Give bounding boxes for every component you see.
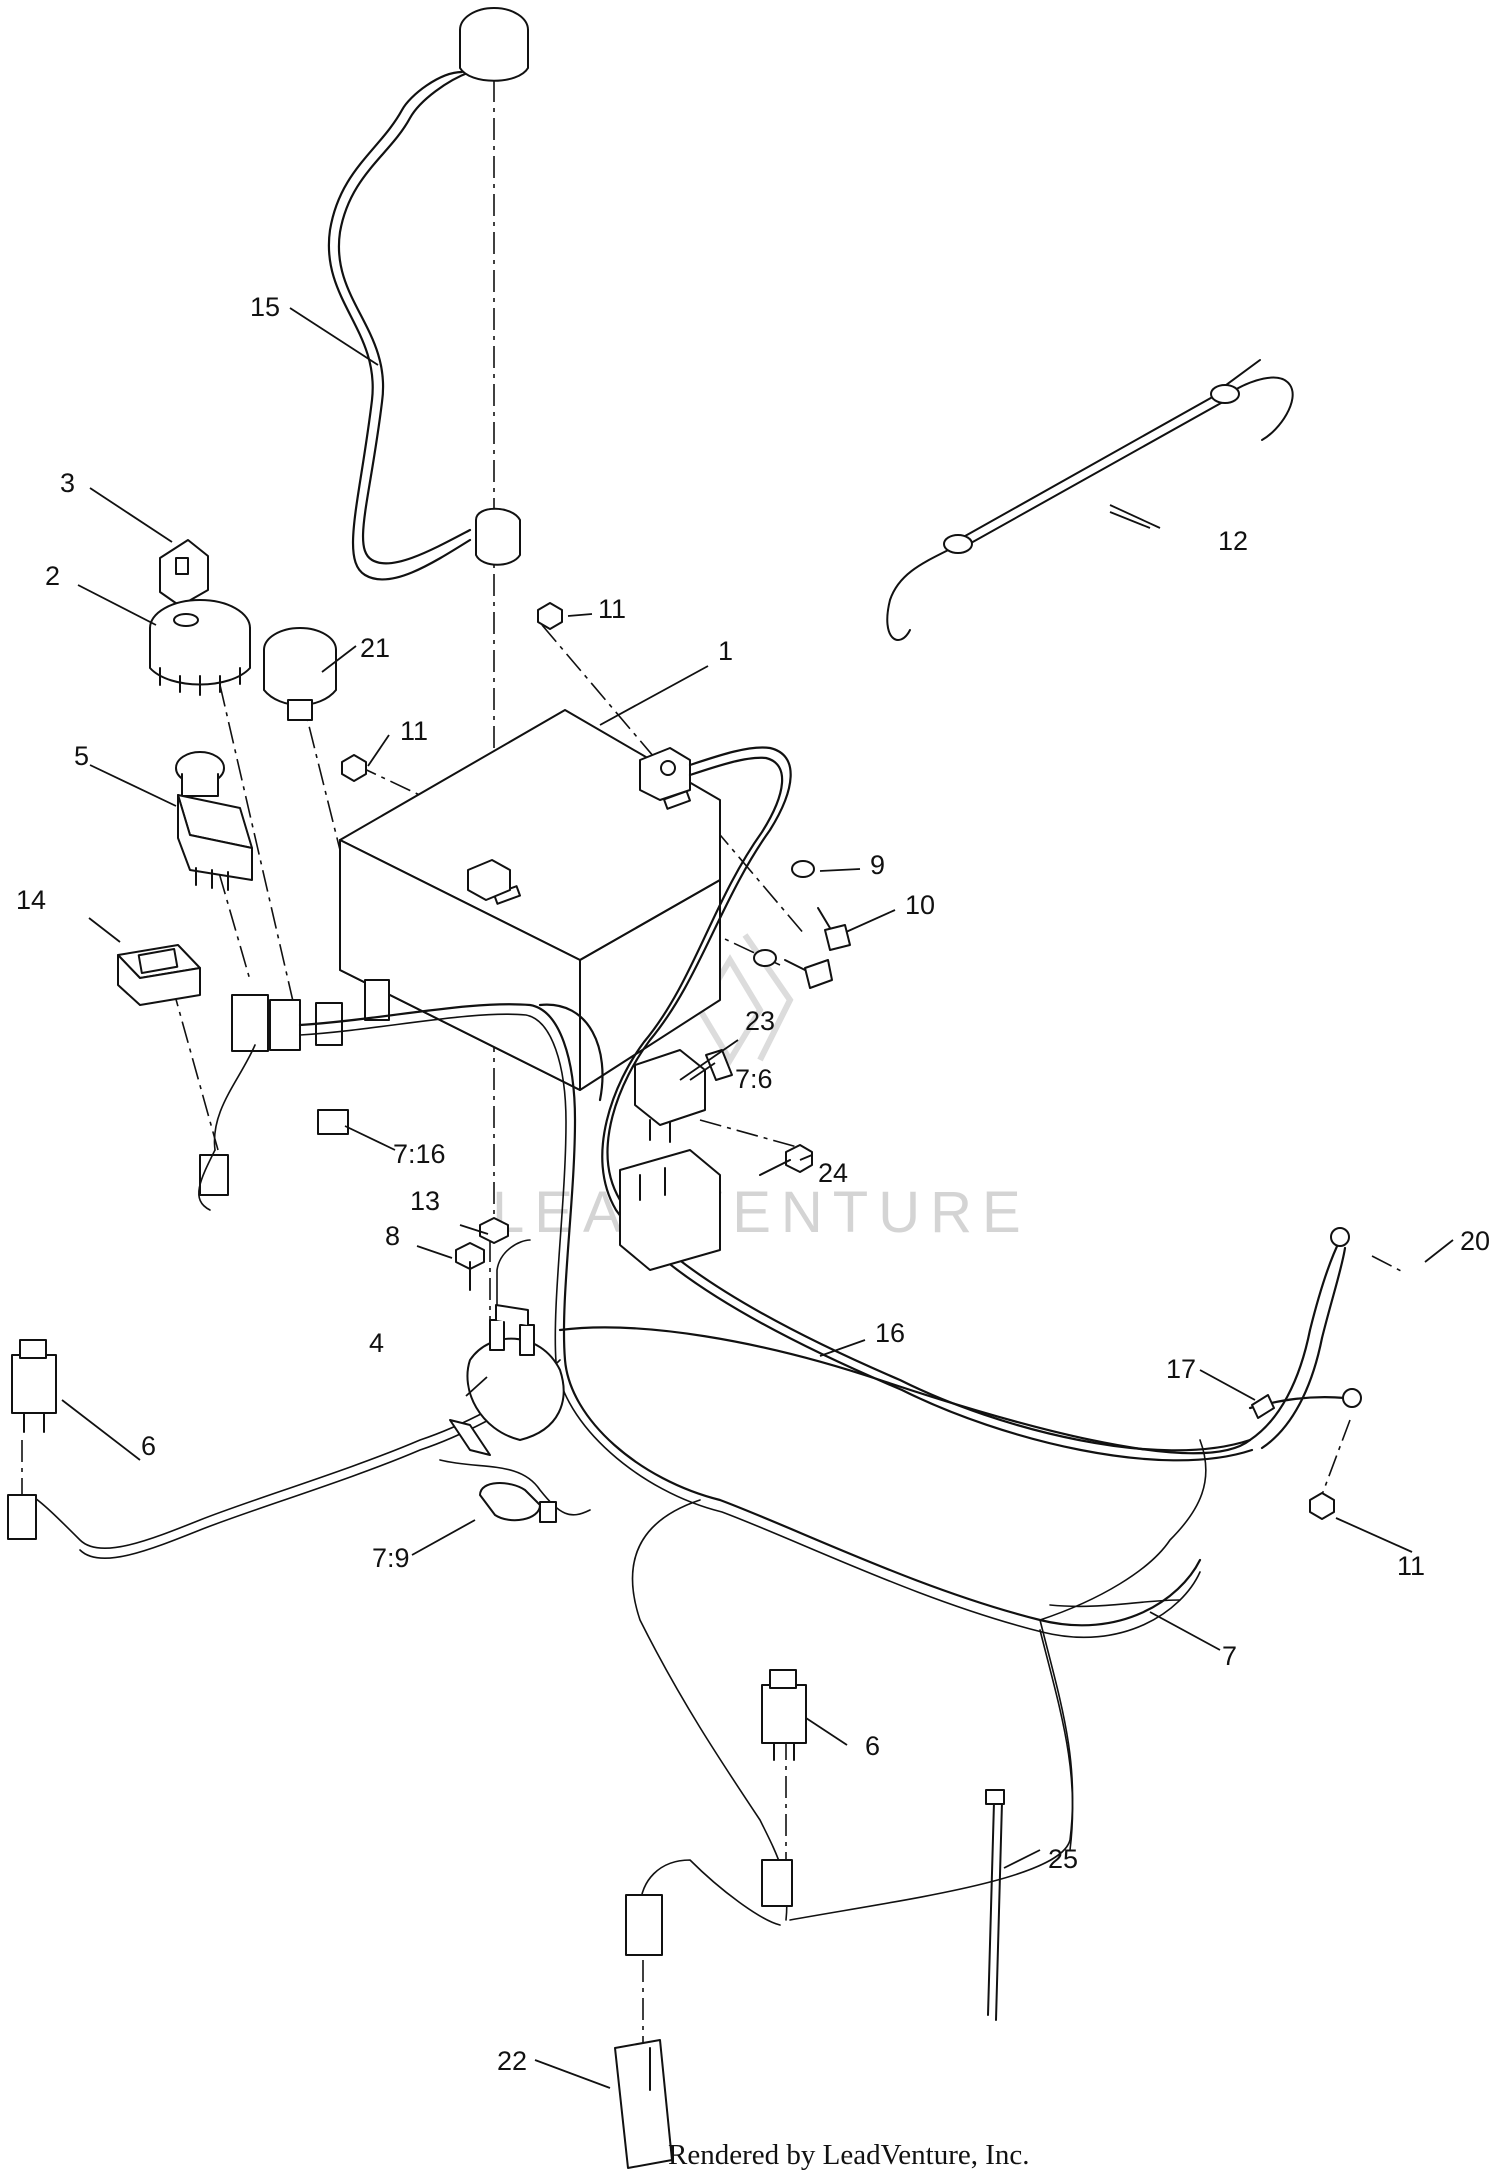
callout-24: 24 bbox=[818, 1158, 848, 1188]
callout-11-b: 11 bbox=[400, 716, 428, 746]
ignition-switch bbox=[149, 599, 251, 696]
battery-hold-down-rod bbox=[886, 359, 1294, 641]
callout-2: 2 bbox=[45, 561, 60, 591]
nut-11-c bbox=[1309, 1492, 1335, 1520]
callout-3: 3 bbox=[60, 468, 75, 498]
callout-9: 9 bbox=[870, 850, 885, 880]
solenoid-hardware bbox=[455, 1217, 509, 1291]
render-credit: Rendered by LeadVenture, Inc. bbox=[668, 2139, 1030, 2171]
callout-7-9: 7:9 bbox=[372, 1543, 410, 1573]
interlock-switch-6a bbox=[7, 1339, 57, 1540]
interlock-switch-6b bbox=[761, 1669, 807, 1907]
cable-tie-25 bbox=[985, 1789, 1005, 2021]
watermark-text: LEADVENTURE bbox=[492, 1180, 1031, 1245]
callout-7: 7 bbox=[1222, 1641, 1237, 1671]
washer-9 bbox=[791, 860, 815, 878]
connector-7-16 bbox=[317, 1109, 349, 1135]
callout-7-16: 7:16 bbox=[393, 1139, 446, 1169]
callout-6b: 6 bbox=[865, 1731, 880, 1761]
bolt-10 bbox=[824, 924, 851, 951]
callout-21: 21 bbox=[360, 633, 390, 663]
nut-11-b bbox=[341, 754, 367, 782]
ignition-key bbox=[159, 539, 209, 619]
nut-11-a bbox=[537, 602, 563, 630]
connector-housing-22 bbox=[614, 1894, 673, 2169]
callout-1: 1 bbox=[718, 636, 733, 666]
battery-cable-positive bbox=[327, 7, 529, 581]
callout-16: 16 bbox=[875, 1318, 905, 1348]
callouts: 1 2 3 4 5 6 6 7 7:6 7:9 7:16 8 9 10 11 1… bbox=[16, 292, 1490, 2076]
callout-15: 15 bbox=[250, 292, 280, 322]
callout-4: 4 bbox=[369, 1328, 384, 1358]
callout-23: 23 bbox=[745, 1006, 775, 1036]
fuse-block bbox=[619, 1149, 721, 1271]
wire-harness bbox=[29, 1003, 1207, 1926]
leader-lines bbox=[61, 307, 1454, 2089]
battery-hardware bbox=[341, 602, 1335, 1520]
starter-solenoid bbox=[449, 1239, 565, 1456]
callout-8: 8 bbox=[385, 1221, 400, 1251]
callout-11-a: 11 bbox=[598, 594, 626, 624]
callout-17: 17 bbox=[1166, 1354, 1196, 1384]
callout-14: 14 bbox=[16, 885, 46, 915]
callout-7-6: 7:6 bbox=[735, 1064, 773, 1094]
callout-5: 5 bbox=[74, 741, 89, 771]
connector-7-9 bbox=[479, 1482, 557, 1523]
callout-20: 20 bbox=[1460, 1226, 1490, 1256]
hour-meter bbox=[117, 944, 201, 1006]
callout-12: 12 bbox=[1218, 526, 1248, 556]
callout-25: 25 bbox=[1048, 1844, 1078, 1874]
callout-13: 13 bbox=[410, 1186, 440, 1216]
callout-6a: 6 bbox=[141, 1431, 156, 1461]
cables-16-17 bbox=[558, 1227, 1362, 1455]
callout-22: 22 bbox=[497, 2046, 527, 2076]
pto-switch bbox=[175, 751, 253, 891]
hour-meter-connector bbox=[199, 1154, 229, 1196]
switch-connectors bbox=[199, 979, 390, 1196]
power-outlet bbox=[263, 627, 337, 721]
callout-11-c: 11 bbox=[1397, 1551, 1425, 1581]
callout-10: 10 bbox=[905, 890, 935, 920]
screw-24 bbox=[785, 1144, 813, 1173]
relay-and-fuses bbox=[619, 1049, 813, 1271]
battery bbox=[339, 709, 721, 1091]
